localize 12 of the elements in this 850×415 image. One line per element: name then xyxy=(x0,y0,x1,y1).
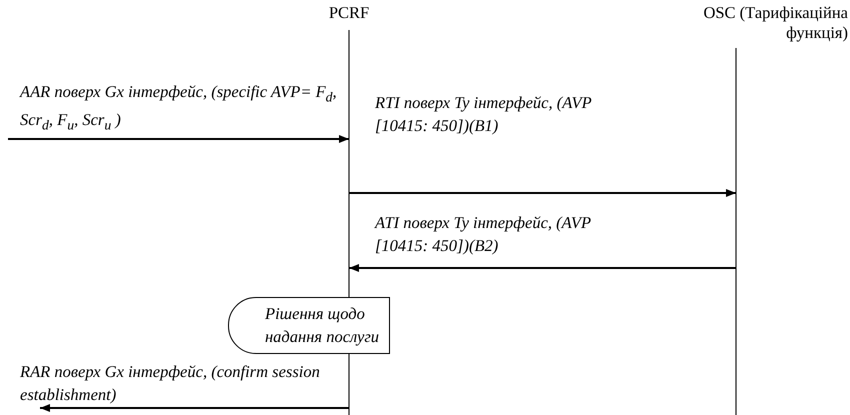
message-arrow xyxy=(40,404,349,412)
message-arrow xyxy=(349,189,736,197)
message-label: ATI поверх Ty інтерфейс, (AVP [10415: 450])(B2) xyxy=(375,212,592,257)
message-label: AAR поверх Gx інтерфейс, (specific AVP= F$_{d}$, Scr$_{d}$, F$_{u}$, Scr$_{u}$ ) xyxy=(20,81,338,135)
decision-text: Рішення щодо надання послуги xyxy=(265,303,380,348)
decision-box xyxy=(228,297,390,354)
message-arrow xyxy=(8,135,349,143)
message-label: RTI поверх Ty інтерфейс, (AVP [10415: 450])(B1) xyxy=(375,92,592,137)
message-label: RAR поверх Gx інтерфейс, (confirm session establishment) xyxy=(20,361,321,406)
lifeline-header: OSC (Тарифікаційна функція) xyxy=(702,3,848,43)
lifeline-header: PCRF xyxy=(328,3,370,23)
message-arrow xyxy=(349,264,736,272)
